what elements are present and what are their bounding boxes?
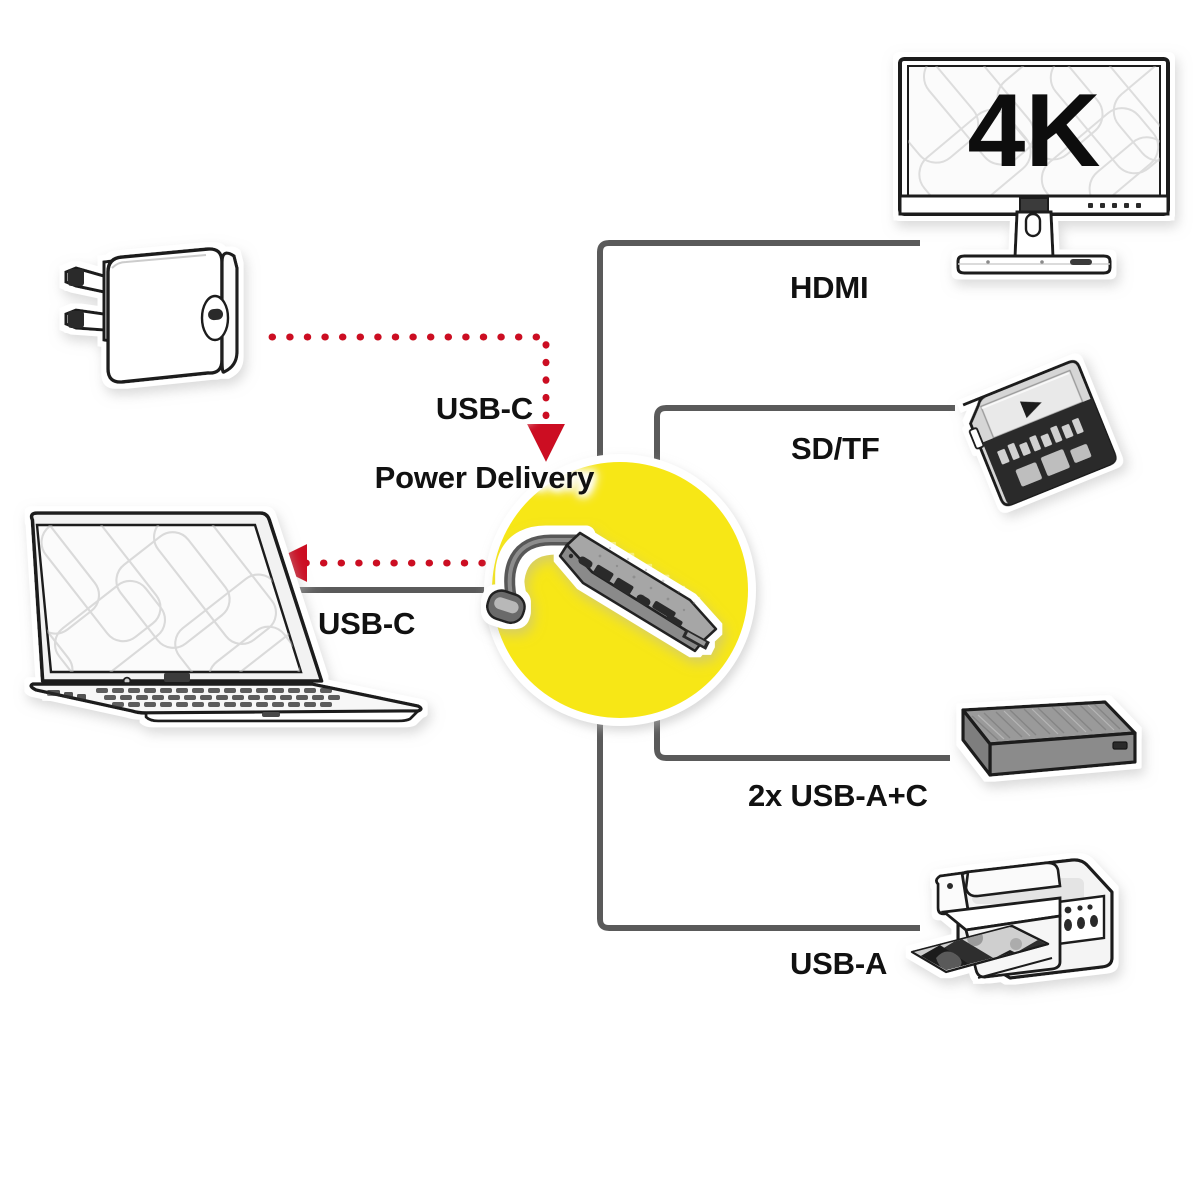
power-delivery-path [268, 333, 565, 462]
label-power-delivery: USB-C Power Delivery [341, 357, 595, 531]
arrowhead-down-icon [527, 424, 565, 462]
monitor: 4K [898, 57, 1170, 275]
label-usb-a-plus-c: 2x USB-A+C [748, 778, 928, 813]
sd-memory-card [962, 359, 1117, 507]
hard-drive-usb-port [1112, 741, 1128, 750]
hub-ports [568, 553, 710, 650]
usb-c-power-adapter [64, 247, 239, 384]
connector-line-usb-a [597, 560, 920, 931]
usb-c-multiport-hub [485, 530, 718, 653]
connector-line-hdmi [597, 240, 920, 630]
arrowhead-left-icon [268, 544, 307, 582]
external-hard-drive [961, 700, 1137, 777]
laptop [29, 511, 423, 723]
connector-line-usb-ac [654, 560, 950, 761]
monitor-screen-text: 4K [968, 73, 1101, 189]
label-usb-a: USB-A [790, 946, 888, 981]
label-power-delivery-line2: Power Delivery [374, 460, 595, 496]
sd-triangle-logo [1019, 401, 1042, 419]
label-power-delivery-line1: USB-C [435, 390, 533, 426]
host-data-arrow-path [268, 544, 504, 582]
label-usb-c: USB-C [318, 606, 416, 641]
inkjet-printer [910, 858, 1114, 980]
label-hdmi: HDMI [790, 270, 869, 305]
label-sd-tf: SD/TF [791, 431, 880, 466]
connector-line-sdtf [654, 405, 955, 630]
